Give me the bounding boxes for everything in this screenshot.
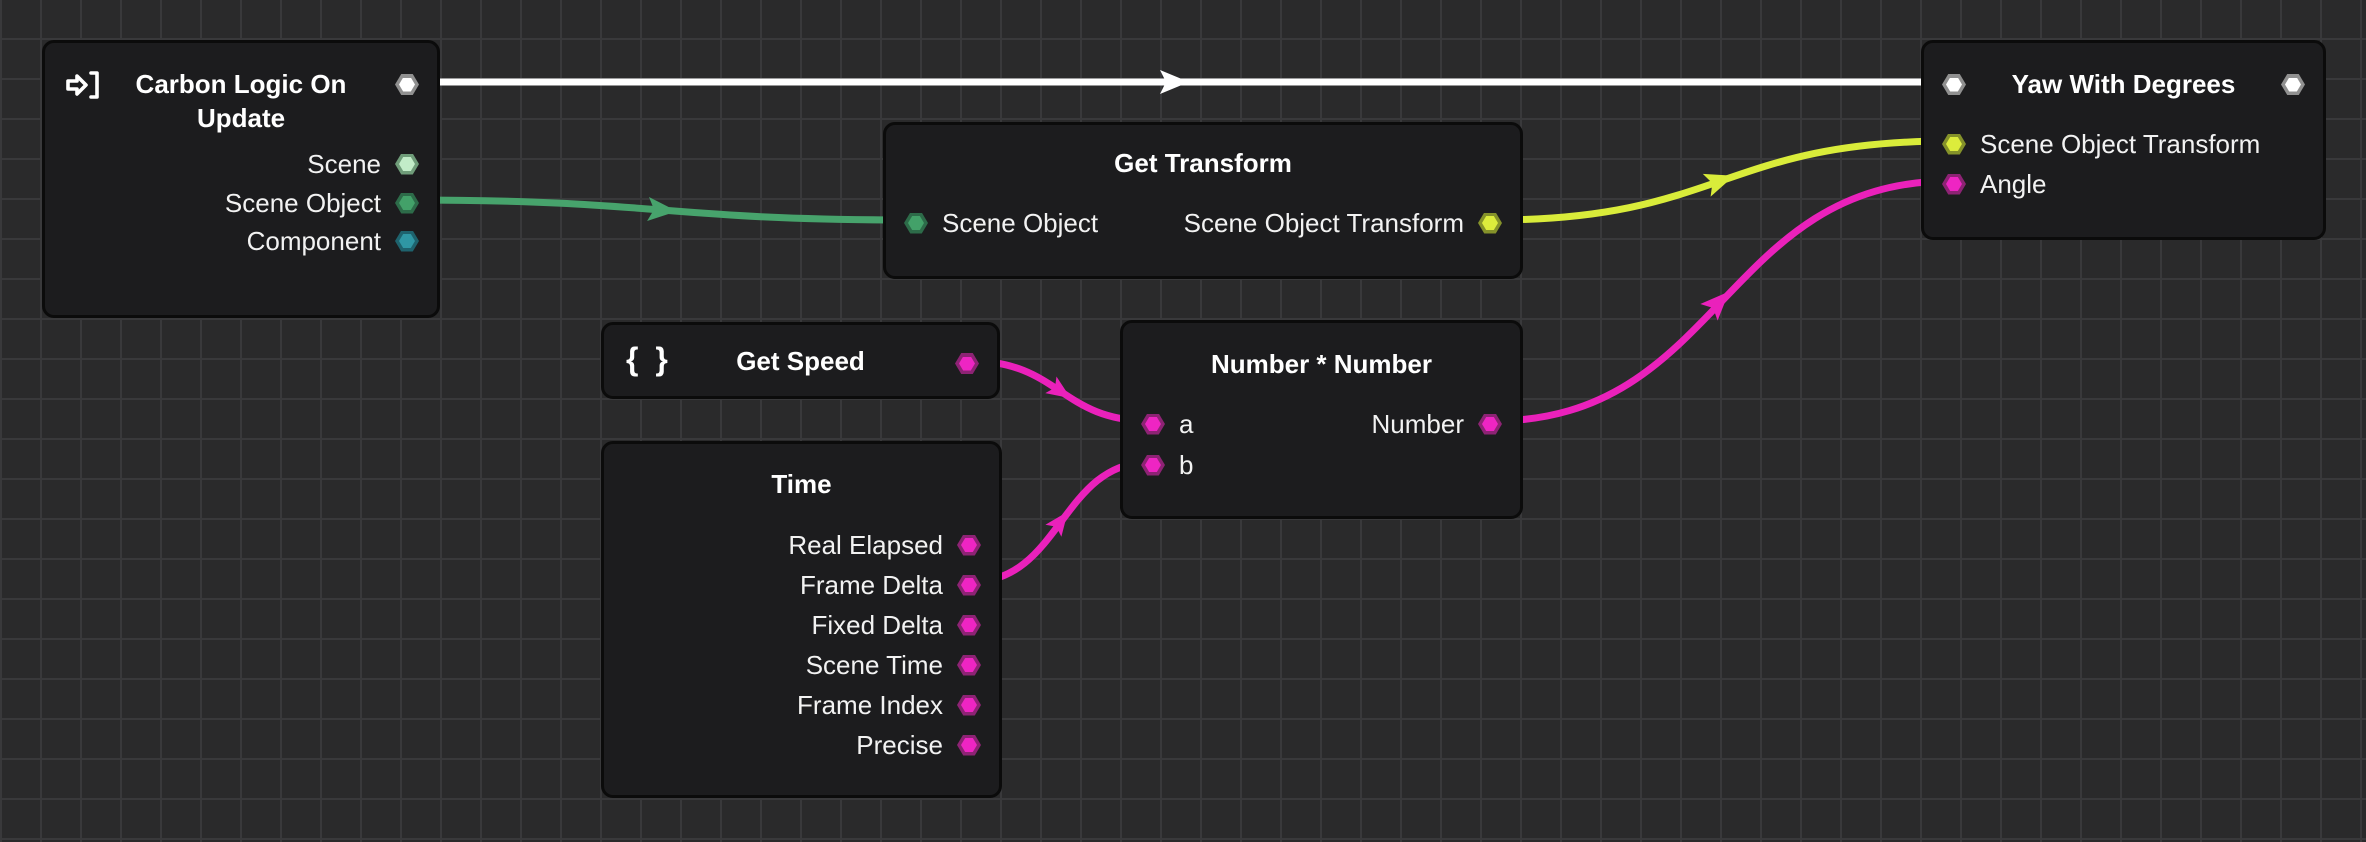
exec-in-port[interactable] [1942,74,1966,95]
port-label: Scene Object [942,207,1099,238]
multiply-b-in-port[interactable] [1141,454,1165,476]
port-label: Precise [856,729,943,760]
node-title: Carbon Logic On Update [135,69,347,133]
node-carbon-logic-on-update[interactable]: Carbon Logic On Update Scene Scene Objec… [42,40,440,318]
multiply-a-in-port[interactable] [1141,413,1165,435]
wire-arrow-icon [1045,511,1068,537]
exec-out-port[interactable] [2281,74,2305,95]
component-out-port[interactable] [395,230,419,252]
precise-out-port[interactable] [957,734,981,756]
port-label: Frame Index [797,689,943,720]
fixed-delta-out-port[interactable] [957,614,981,636]
multiply-number-out-port[interactable] [1478,413,1502,435]
event-enter-icon [63,65,103,110]
node-time[interactable]: Time Real Elapsed Frame Delta Fixed Delt… [601,441,1002,798]
node-get-speed[interactable]: { } Get Speed [601,322,1000,399]
port-label: b [1179,449,1194,480]
transform-out-port[interactable] [1478,212,1502,234]
node-title: Number * Number [1210,349,1433,379]
port-label: a [1179,408,1194,439]
port-label: Component [246,225,381,256]
real-elapsed-out-port[interactable] [957,534,981,556]
port-label: Real Elapsed [788,529,943,560]
port-label: Scene Object [224,187,381,218]
scene-object-in-port[interactable] [904,212,928,234]
port-label: Scene Object Transform [1183,207,1464,238]
wire-arrow-icon [1160,70,1189,94]
exec-out-port[interactable] [395,74,419,95]
node-get-transform[interactable]: Get Transform Scene Object Scene Object … [883,122,1523,279]
node-title: Get Transform [1114,148,1292,178]
port-label: Fixed Delta [811,609,944,640]
transform-in-port[interactable] [1942,133,1966,155]
scene-object-out-port[interactable] [395,192,419,214]
port-label: Scene Object Transform [1980,128,2261,159]
wire-arrow-icon [1702,173,1735,197]
braces-icon: { } [626,341,672,377]
speed-out-port[interactable] [955,353,979,374]
port-label: Angle [1980,168,2047,199]
frame-index-out-port[interactable] [957,694,981,716]
angle-in-port[interactable] [1942,173,1966,195]
frame-delta-out-port[interactable] [957,574,981,596]
node-title: Time [771,469,832,499]
scene-out-port[interactable] [395,153,419,175]
scene-time-out-port[interactable] [957,654,981,676]
node-title: Yaw With Degrees [2011,69,2236,99]
node-number-multiply[interactable]: Number * Number a b Number [1120,320,1523,519]
port-label: Number [1371,408,1464,439]
port-label: Frame Delta [799,569,943,600]
node-yaw-with-degrees[interactable]: Yaw With Degrees Scene Object Transform … [1921,40,2326,240]
wire-arrow-icon [1700,291,1730,321]
wire-arrow-icon [1045,376,1071,399]
port-label: Scene Time [805,649,943,680]
node-title: Get Speed [736,346,865,376]
port-label: Scene [307,148,381,179]
wire-arrow-icon [647,197,677,221]
